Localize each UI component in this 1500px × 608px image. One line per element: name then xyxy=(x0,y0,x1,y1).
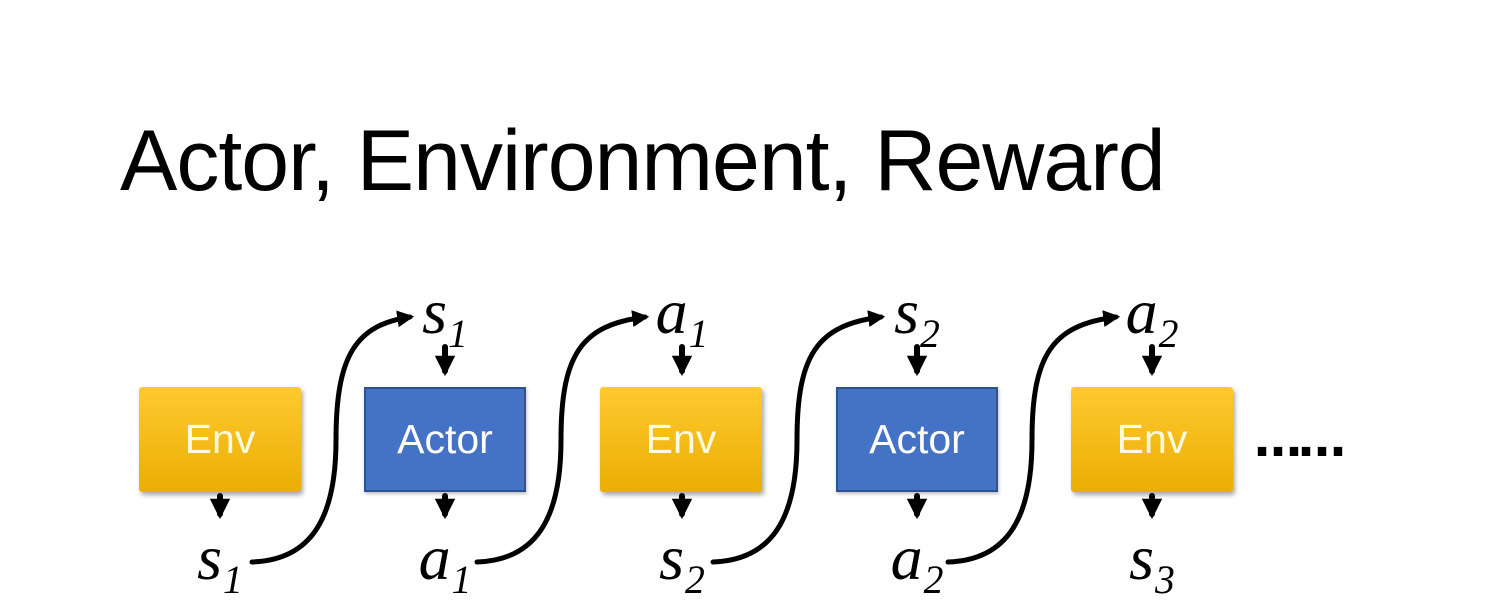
bottom-label-s1: s1 xyxy=(197,522,243,602)
actor-box-2: Actor xyxy=(836,387,998,492)
box-label: Actor xyxy=(397,416,493,462)
bottom-label-a2: a2 xyxy=(890,522,944,602)
bottom-label-a1: a1 xyxy=(418,522,472,602)
env-box-2: Env xyxy=(600,387,762,492)
top-label-s2: s2 xyxy=(894,276,940,356)
box-label: Env xyxy=(1116,416,1188,462)
box-label: Env xyxy=(184,416,256,462)
env-box-3: Env xyxy=(1071,387,1233,492)
continuation-ellipsis: …… xyxy=(1254,412,1346,468)
slide-title: Actor, Environment, Reward xyxy=(120,113,1166,209)
top-label-a1: a1 xyxy=(655,276,709,356)
top-label-a2: a2 xyxy=(1125,276,1179,356)
bottom-label-s2: s2 xyxy=(659,522,705,602)
box-label: Actor xyxy=(869,416,965,462)
actor-box-1: Actor xyxy=(364,387,526,492)
env-box-1: Env xyxy=(139,387,301,492)
box-label: Env xyxy=(645,416,717,462)
top-label-s1: s1 xyxy=(422,276,468,356)
bottom-label-s3: s3 xyxy=(1129,522,1175,602)
